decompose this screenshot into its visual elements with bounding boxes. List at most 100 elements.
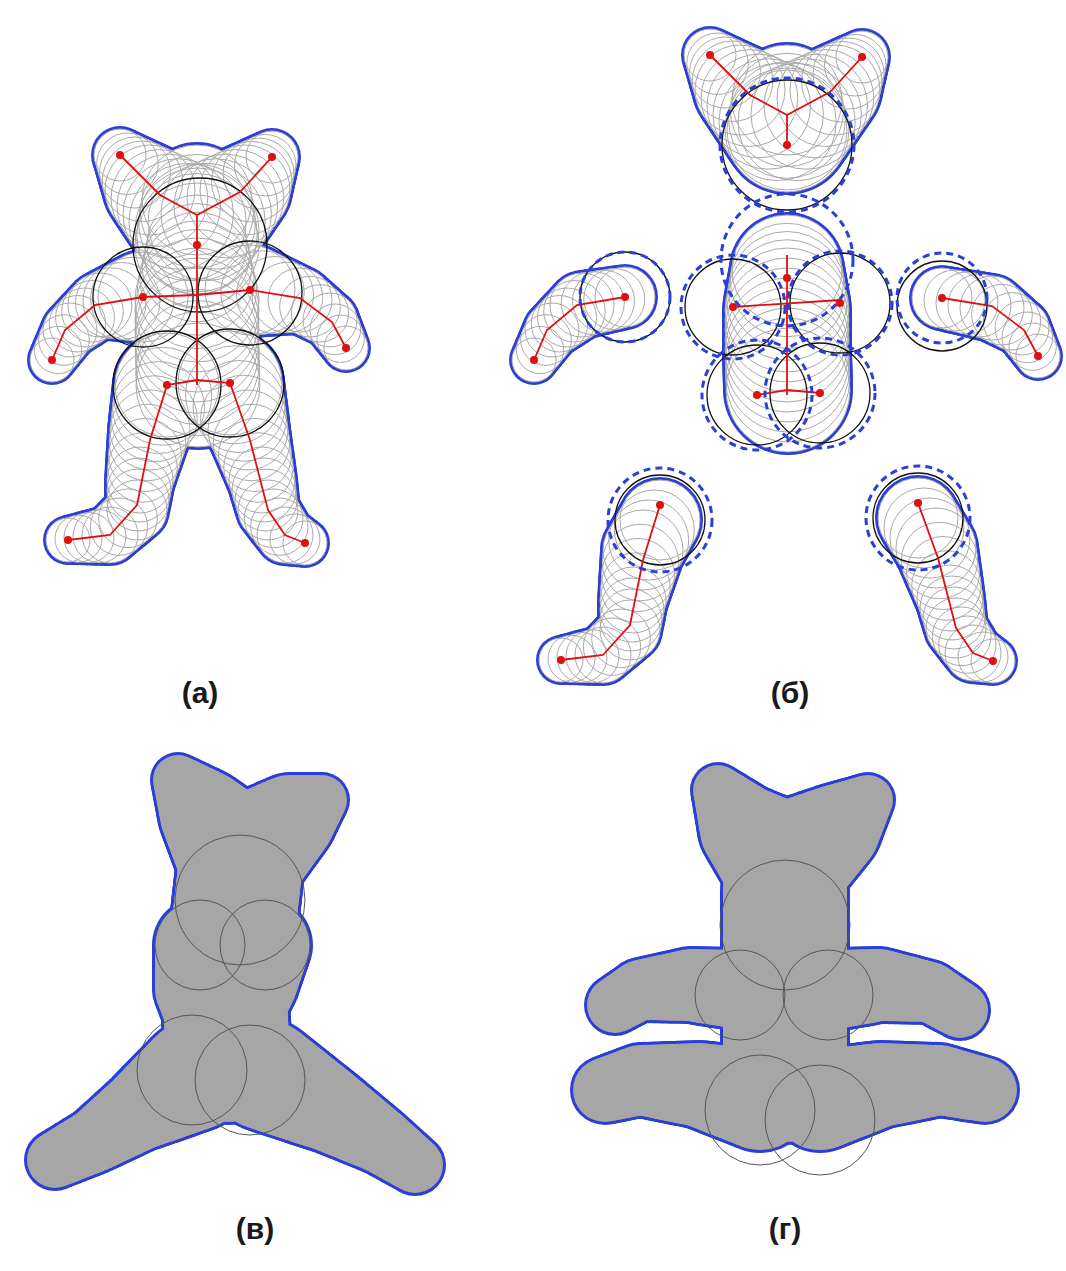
maximal-disk: [601, 553, 671, 623]
maximal-disk: [99, 489, 158, 548]
bear-figure: [681, 26, 891, 210]
skeleton-node: [656, 501, 664, 509]
skeleton-line: [120, 155, 272, 215]
bear-body: [843, 775, 893, 825]
maximal-disk: [602, 524, 679, 601]
bear-figure: [536, 475, 705, 686]
maximal-disk: [178, 331, 282, 435]
skeleton-line: [710, 55, 862, 115]
maximal-disk: [1016, 334, 1060, 378]
cut-disk: [765, 338, 875, 448]
maximal-disk: [46, 518, 90, 562]
joint-disk: [765, 1065, 875, 1175]
maximal-disk: [205, 245, 295, 335]
joint-disk: [137, 1015, 247, 1125]
maximal-disk: [971, 639, 1015, 683]
skeleton-node: [116, 151, 124, 159]
bear-body: [297, 775, 347, 825]
skeleton-node: [989, 657, 997, 665]
cut-disk: [720, 78, 854, 212]
maximal-disk: [39, 315, 90, 366]
maximal-disk: [110, 390, 190, 470]
joint-disk: [720, 860, 850, 990]
maximal-disk: [107, 480, 167, 540]
skeleton-node: [1034, 352, 1042, 360]
bear-figure: [27, 126, 371, 568]
skeleton-node: [139, 293, 147, 301]
bear-body: [953, 1058, 1017, 1122]
panel-label: (а): [182, 676, 219, 710]
maximal-disk: [324, 326, 368, 370]
joint-disk: [770, 343, 870, 443]
skeleton-node: [914, 499, 922, 507]
maximal-disk: [113, 362, 205, 454]
skeleton-line: [561, 505, 660, 660]
skeleton-node: [64, 536, 72, 544]
cut-disk: [897, 253, 987, 343]
skeleton-node: [246, 286, 254, 294]
skeleton-line: [143, 290, 250, 297]
maximal-disk: [232, 458, 296, 522]
skeleton-line: [942, 298, 1038, 356]
maximal-disk: [108, 433, 178, 503]
maximal-disk: [884, 488, 964, 568]
bear-figure: [24, 752, 446, 1196]
joint-disk: [705, 1055, 815, 1165]
joint-disk: [220, 900, 310, 990]
panel-label: (в): [236, 1212, 274, 1246]
skeleton-node: [301, 539, 309, 547]
skeleton-line: [197, 380, 305, 543]
skeleton-node: [48, 356, 56, 364]
skeleton-line: [196, 215, 198, 385]
bear-body: [387, 1137, 443, 1193]
maximal-disk: [223, 138, 294, 209]
skeleton-node: [816, 389, 824, 397]
skeleton-node: [753, 391, 761, 399]
skeleton-node: [226, 379, 234, 387]
maximal-disk: [836, 31, 888, 83]
maximal-disk: [600, 578, 664, 642]
maximal-disk: [602, 539, 675, 612]
maximal-disk: [727, 70, 847, 190]
skeleton-line: [534, 297, 625, 360]
bear-body: [587, 977, 643, 1033]
skeleton-line: [918, 503, 993, 661]
skeleton-line: [68, 380, 197, 540]
maximal-disk: [896, 508, 976, 588]
maximal-disk: [539, 638, 583, 682]
joint-disk: [615, 475, 705, 565]
bear-body: [324, 326, 368, 370]
maximal-disk: [516, 326, 563, 373]
maximal-disk: [592, 609, 651, 668]
maximal-disk: [920, 576, 984, 640]
joint-disk: [133, 178, 267, 312]
bear-body: [27, 1132, 83, 1188]
bear-figure: [570, 762, 1020, 1175]
joint-disk: [155, 900, 245, 990]
skeleton-node: [836, 299, 844, 307]
skeleton-node: [858, 53, 866, 61]
maximal-disk: [30, 338, 74, 382]
joint-disk: [695, 950, 785, 1040]
maximal-disk: [521, 315, 572, 366]
skeleton-node: [342, 344, 350, 352]
joint-disk: [176, 329, 284, 437]
maximal-disk: [98, 252, 188, 342]
joint-disk: [783, 950, 873, 1040]
skeleton-line: [787, 390, 820, 393]
bear-body: [932, 982, 988, 1038]
maximal-disk: [512, 338, 556, 382]
bear-figure: [873, 473, 1018, 686]
maximal-disk: [725, 68, 849, 192]
bear-body: [1016, 334, 1060, 378]
maximal-disk: [936, 272, 998, 334]
skeleton-line: [786, 115, 788, 145]
maximal-disk: [600, 600, 660, 660]
joint-disk: [195, 1025, 305, 1135]
joint-disk: [707, 345, 807, 445]
maximal-disk: [252, 262, 323, 333]
cut-disk: [866, 466, 970, 570]
joint-disk: [897, 261, 987, 351]
maximal-disk: [948, 274, 1011, 337]
